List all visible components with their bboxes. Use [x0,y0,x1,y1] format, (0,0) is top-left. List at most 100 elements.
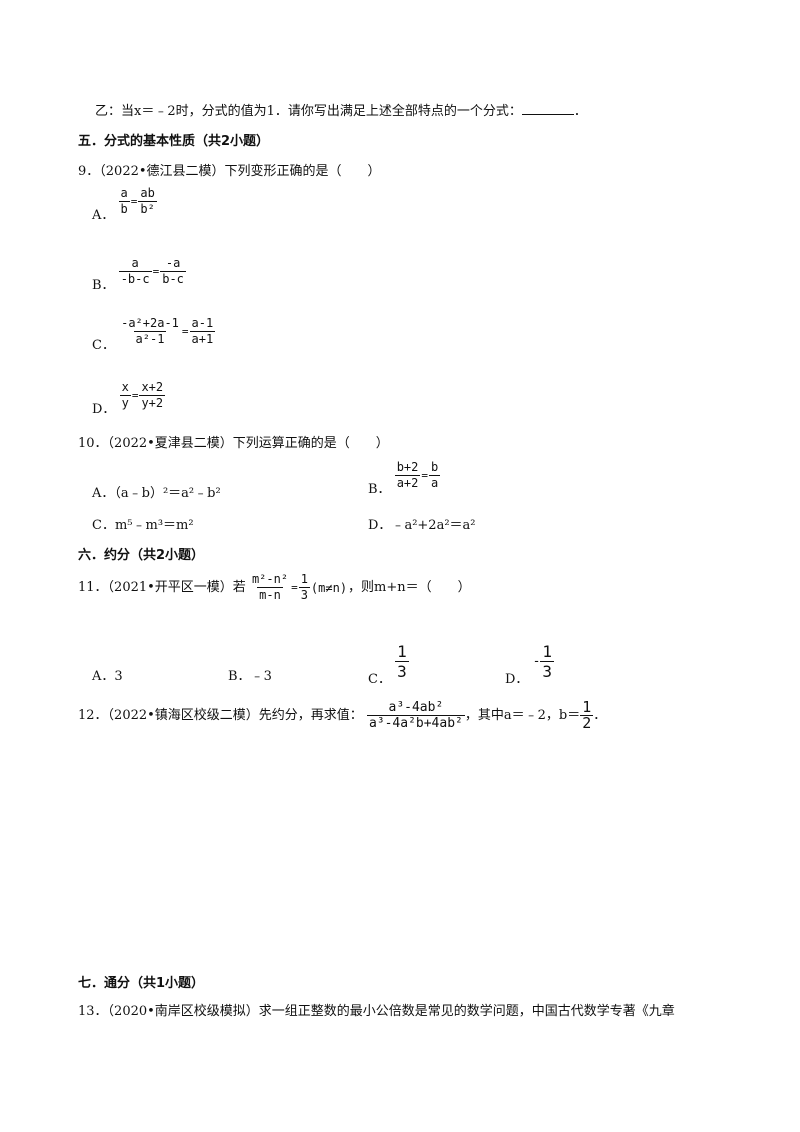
denominator: a+2 [394,475,421,490]
q10-option-c[interactable]: C．m⁵﹣m³＝m² [92,514,194,533]
q11-option-b[interactable]: B．﹣3 [228,665,272,684]
denominator: m-n [257,587,283,602]
equals-sign: = [291,581,298,594]
numerator: 1 [300,572,308,586]
stem-end: ． [593,708,607,723]
intro-end: ． [573,104,587,119]
q9-stem: 9．（2022•德江县二模）下列变形正确的是（ ） [78,164,381,179]
q11-option-a[interactable]: A．3 [92,665,123,684]
numerator: m²-n² [251,572,289,586]
option-label: D． [505,672,529,687]
numerator: a-1 [191,316,214,330]
denominator: b-c [160,271,186,286]
intro-line: 乙：当x＝﹣2时，分式的值为1．请你写出满足上述全部特点的一个分式： ． [95,100,587,119]
denominator: 3 [540,661,555,681]
equals-sign: = [152,265,160,278]
minus-sign: - [532,654,541,669]
section-6-heading: 六．约分（共2小题） [78,548,205,563]
option-label: A． [92,669,115,684]
option-label: D． [368,518,392,533]
option-label: B． [368,482,391,497]
fraction-left: a-b-c [118,256,152,287]
numerator: 1 [397,642,407,661]
equals-sign: = [181,325,189,338]
stem-suffix: ，则m+n＝（ ） [348,580,471,595]
denominator: -b-c [118,271,152,286]
option-label: C． [92,518,115,533]
option-label: C． [368,672,391,687]
stem-middle: ，其中a＝﹣2，b＝ [464,708,581,723]
q10-stem: 10．（2022•夏津县二模）下列运算正确的是（ ） [78,436,389,451]
option-text: ﹣a²+2a²＝a² [391,518,476,533]
numerator: b [431,460,439,474]
option-label: A． [92,208,115,223]
option-label: B． [228,669,251,684]
numerator: ab [140,186,155,200]
intro-text: 乙：当x＝﹣2时，分式的值为1．请你写出满足上述全部特点的一个分式： [95,104,522,119]
option-text: m⁵﹣m³＝m² [114,518,194,533]
numerator: a [120,186,128,200]
condition-text: (m≠n) [310,580,348,595]
option-label: C． [92,338,115,353]
section-5-heading: 五．分式的基本性质（共2小题） [78,134,270,149]
section-7-heading: 七．通分（共1小题） [78,976,205,991]
numerator: -a [165,256,181,270]
denominator: a [429,475,441,490]
option-text: 3 [114,669,123,684]
numerator: -a²+2a-1 [121,316,179,330]
option-text: ﹣3 [250,669,272,684]
denominator: b [118,201,130,216]
q10-option-a[interactable]: A．（a﹣b）²＝a²﹣b² [92,482,221,501]
option-label: A． [92,486,115,501]
denominator: 3 [395,661,409,681]
denominator: a+1 [189,331,216,346]
numerator: a³-4ab² [388,700,444,715]
option-label: D． [92,402,116,417]
q10-option-d[interactable]: D．﹣a²+2a²＝a² [368,514,476,533]
numerator: 1 [582,698,592,716]
denominator: a²-1 [133,331,167,346]
numerator: 1 [542,642,553,661]
q13-stem: 13．（2020•南岸区校级模拟）求一组正整数的最小公倍数是常见的数学问题，中国… [78,1004,675,1019]
stem-prefix: 11．（2021•开平区一模）若 [78,580,246,595]
numerator: x [121,380,129,394]
numerator: b+2 [396,460,419,474]
denominator: b² [138,201,157,216]
answer-blank[interactable] [521,102,574,115]
numerator: x+2 [141,380,164,394]
denominator: 3 [298,587,310,602]
equals-sign: = [131,389,139,402]
numerator: a [131,256,139,270]
denominator: a³-4a²b+4ab² [366,715,465,731]
denominator: y [119,395,131,410]
equals-sign: = [130,195,138,208]
option-text: （a﹣b）²＝a²﹣b² [114,486,221,501]
stem-prefix: 12．（2022•镇海区校级二模）先约分，再求值： [78,708,363,723]
denominator: y+2 [139,395,166,410]
option-label: B． [92,278,115,293]
equals-sign: = [421,469,429,482]
